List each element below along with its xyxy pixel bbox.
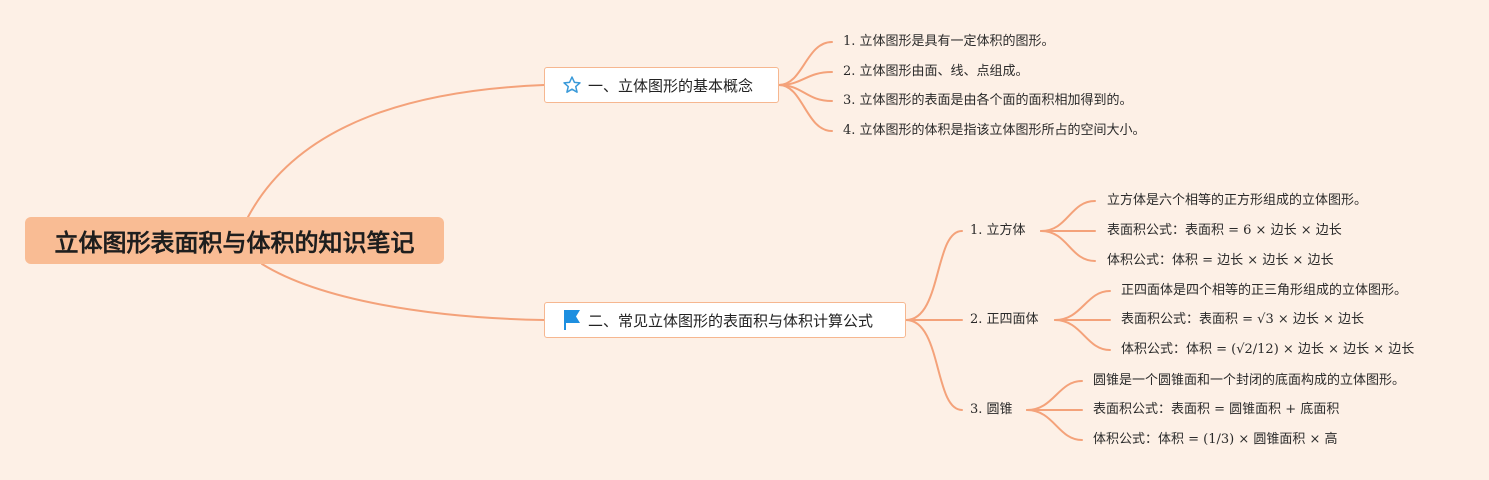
- branch-topic-label: 一、立体图形的基本概念: [588, 76, 754, 95]
- leaf-topic[interactable]: 表面积公式：表面积 = 6 × 边长 × 边长: [1107, 223, 1342, 238]
- subtopic-cone[interactable]: 3. 圆锥: [970, 402, 1013, 417]
- connector-s1-leaf-3: [1040, 230, 1096, 262]
- leaf-topic[interactable]: 立方体是六个相等的正方形组成的立体图形。: [1107, 193, 1368, 208]
- connector-b2-sub-3: [905, 319, 963, 411]
- connector-s3-leaf-1: [1026, 380, 1083, 411]
- leaf-topic[interactable]: 4. 立体图形的体积是指该立体图形所占的空间大小。: [843, 123, 1146, 138]
- connector-s2-leaf-1: [1054, 290, 1111, 321]
- star-icon: [561, 74, 583, 96]
- connector-s2-leaf-3: [1054, 319, 1111, 351]
- subtopic-tetrahedron[interactable]: 2. 正四面体: [970, 312, 1039, 327]
- connector-root-branch-1: [247, 84, 545, 218]
- root-topic[interactable]: 立体图形表面积与体积的知识笔记: [25, 217, 444, 264]
- leaf-topic[interactable]: 3. 立体图形的表面是由各个面的面积相加得到的。: [843, 93, 1133, 108]
- leaf-topic[interactable]: 1. 立体图形是具有一定体积的图形。: [843, 34, 1055, 49]
- connector-s3-leaf-3: [1026, 409, 1083, 441]
- root-topic-title: 立体图形表面积与体积的知识笔记: [54, 229, 415, 257]
- branch-topic-basic-concepts[interactable]: 一、立体图形的基本概念: [544, 67, 779, 103]
- connector-s1-leaf-1: [1040, 200, 1096, 232]
- leaf-topic[interactable]: 体积公式：体积 = (√2/12) × 边长 × 边长 × 边长: [1121, 342, 1415, 357]
- connector-b1-leaf-4: [778, 84, 833, 132]
- flag-icon: [561, 309, 583, 331]
- leaf-topic[interactable]: 正四面体是四个相等的正三角形组成的立体图形。: [1121, 283, 1408, 298]
- branch-topic-formulas[interactable]: 二、常见立体图形的表面积与体积计算公式: [544, 302, 906, 338]
- leaf-topic[interactable]: 表面积公式：表面积 = 圆锥面积 + 底面积: [1093, 402, 1340, 417]
- leaf-topic[interactable]: 圆锥是一个圆锥面和一个封闭的底面构成的立体图形。: [1093, 373, 1406, 388]
- subtopic-cube[interactable]: 1. 立方体: [970, 223, 1026, 238]
- leaf-topic[interactable]: 体积公式：体积 = 边长 × 边长 × 边长: [1107, 253, 1334, 268]
- leaf-topic[interactable]: 2. 立体图形由面、线、点组成。: [843, 64, 1029, 79]
- branch-topic-label: 二、常见立体图形的表面积与体积计算公式: [588, 311, 874, 330]
- leaf-topic[interactable]: 体积公式：体积 = (1/3) × 圆锥面积 × 高: [1093, 432, 1338, 447]
- leaf-topic[interactable]: 表面积公式：表面积 = √3 × 边长 × 边长: [1121, 312, 1365, 327]
- connector-root-branch-2: [261, 263, 545, 321]
- connector-b2-sub-1: [905, 230, 963, 321]
